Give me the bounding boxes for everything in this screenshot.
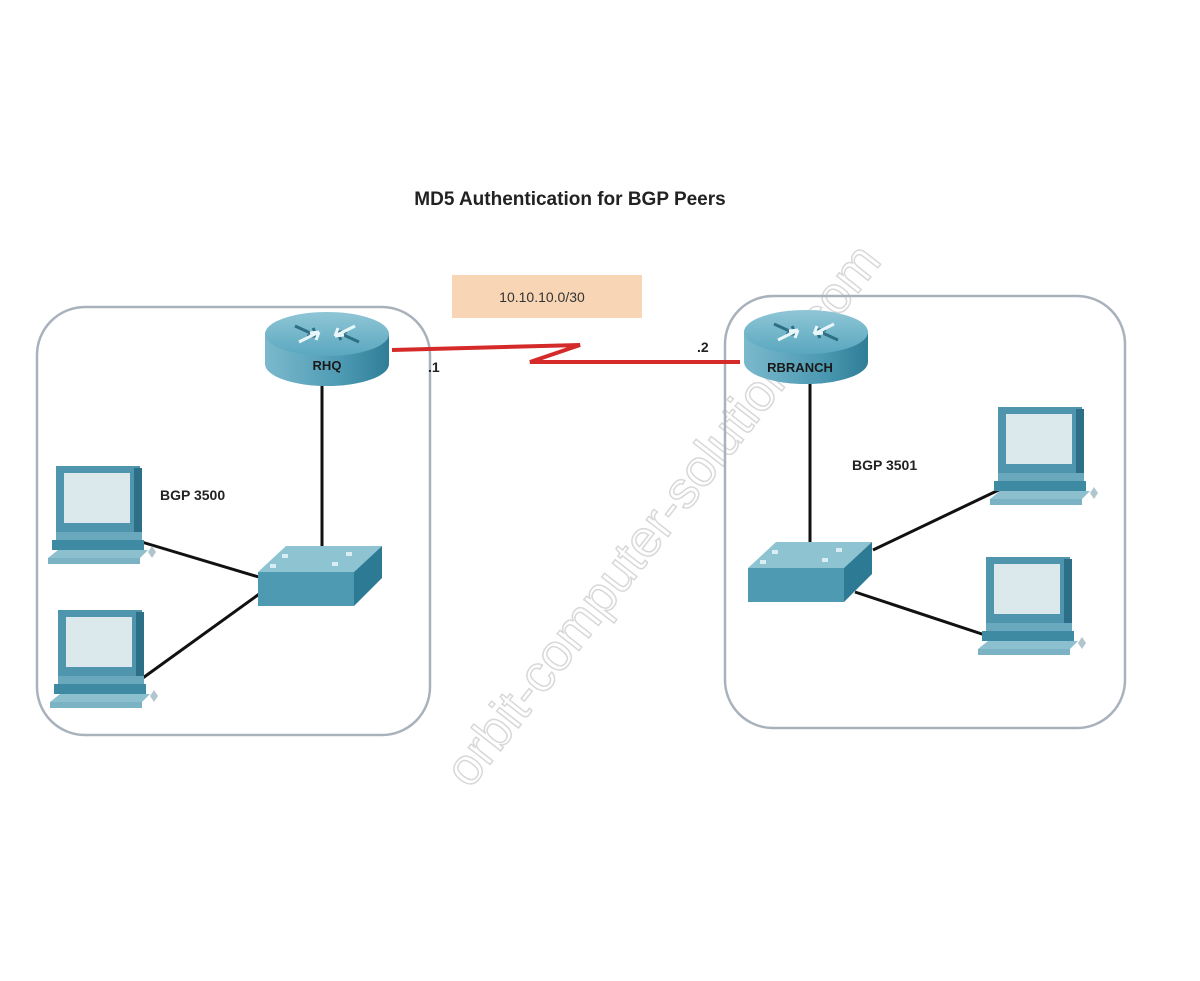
subnet-box: [452, 275, 642, 318]
router-rhq-label: RHQ: [313, 358, 342, 373]
switch-hq[interactable]: [258, 546, 382, 606]
as-3500-boundary: [35, 305, 432, 737]
pc-icon: [990, 407, 1098, 505]
router-rbranch-label: RBRANCH: [767, 360, 833, 375]
pc-icon: [48, 466, 156, 564]
router-rbranch[interactable]: RBRANCH: [742, 308, 870, 386]
pc-branch-1[interactable]: [990, 407, 1098, 505]
serial-link: [391, 343, 740, 364]
subnet-label: 10.10.10.0/30: [499, 289, 585, 305]
pc-branch-2[interactable]: [978, 557, 1086, 655]
switch-icon: [258, 546, 382, 606]
switch-icon: [748, 542, 872, 602]
as-3500-label: BGP 3500: [160, 487, 225, 503]
pc-hq-1[interactable]: [48, 466, 156, 564]
cable-switch-pc4: [854, 590, 989, 638]
switch-branch[interactable]: [748, 542, 872, 602]
cable-switch-pc3: [872, 485, 1006, 552]
cable-switch-pc2: [139, 590, 263, 682]
as-3501-boundary: [723, 294, 1127, 730]
pc-icon: [978, 557, 1086, 655]
pc-hq-2[interactable]: [50, 610, 158, 708]
rbranch-interface-label: .2: [697, 339, 709, 355]
router-icon: [263, 310, 391, 388]
cable-switch-pc1: [134, 538, 263, 580]
rhq-interface-label: .1: [428, 359, 440, 375]
as-3501-label: BGP 3501: [852, 457, 917, 473]
router-rhq[interactable]: RHQ: [263, 310, 391, 388]
diagram-title: MD5 Authentication for BGP Peers: [414, 189, 725, 210]
pc-icon: [50, 610, 158, 708]
